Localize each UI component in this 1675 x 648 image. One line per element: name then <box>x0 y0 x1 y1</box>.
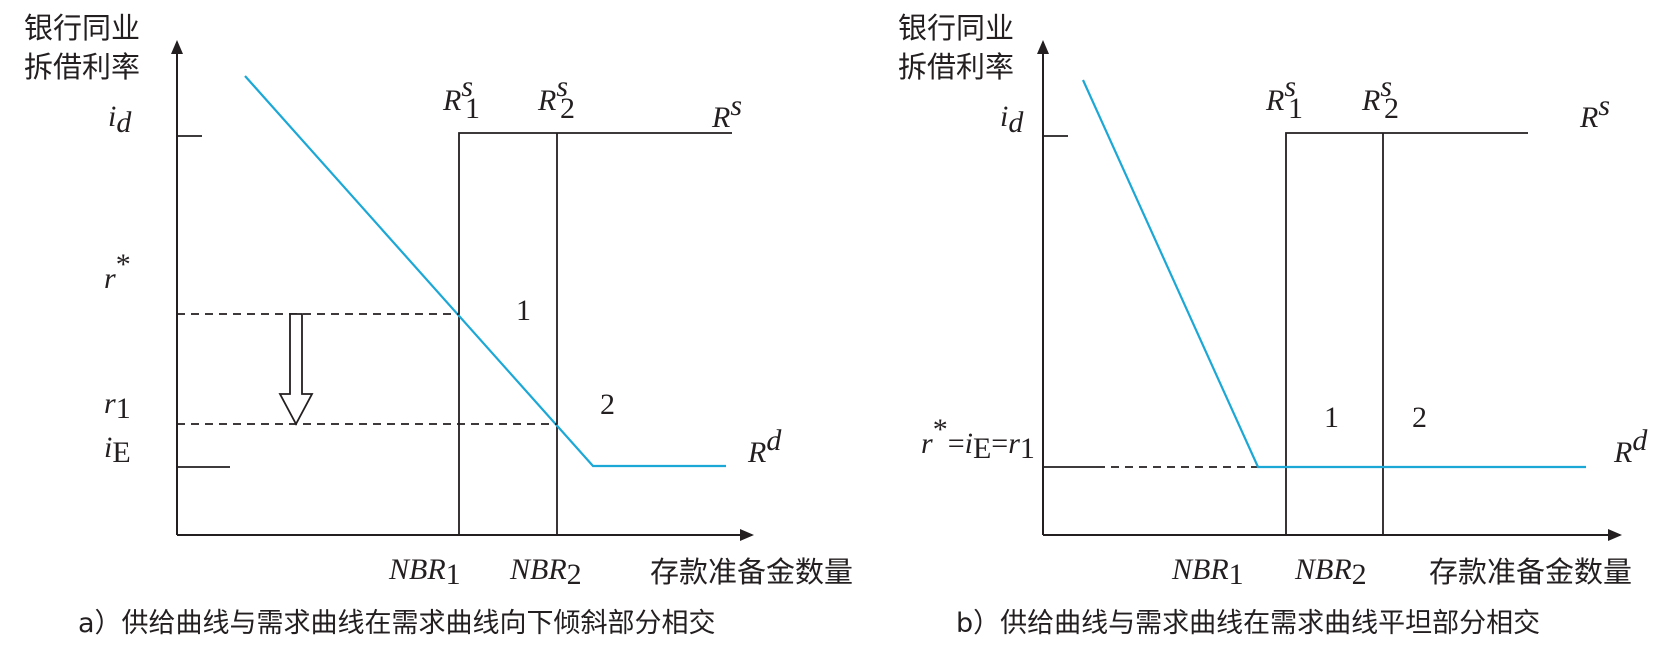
panel-a-label-Rd: Rd <box>747 424 782 469</box>
panel-b-x-axis-label: 存款准备金数量 <box>1429 555 1632 589</box>
panel-b-ytick-id: id <box>1000 100 1024 139</box>
panel-b-supply-curve-1 <box>1285 132 1528 535</box>
panel-b-y-axis-label-line1: 银行同业 <box>898 11 1014 45</box>
panel-a-ytick-iE: iE <box>104 431 131 469</box>
panel-b-xtick-NBR1: NBR1 <box>1171 553 1244 591</box>
panel-b-y-axis-label-line2: 拆借利率 <box>898 50 1014 84</box>
panel-a-y-axis-label-line1: 银行同业 <box>24 11 140 45</box>
panel-a-ytick-id: id <box>108 100 132 139</box>
panel-a-demand-curve <box>244 75 726 468</box>
panel-a-y-axis-label-line2: 拆借利率 <box>24 50 140 84</box>
panel-a-xtick-NBR1: NBR1 <box>388 553 461 591</box>
panel-a-x-axis-label: 存款准备金数量 <box>650 555 853 589</box>
panel-a-region-2: 2 <box>600 388 615 421</box>
panel-b-caption: b）供给曲线与需求曲线在需求曲线平坦部分相交 <box>956 608 1540 639</box>
panel-a-ytick-rstar: r* <box>104 248 131 295</box>
panel-a-supply-curve-1 <box>458 132 732 535</box>
panel-a-xtick-NBR2: NBR2 <box>509 553 582 591</box>
panel-b-xtick-NBR2: NBR2 <box>1294 553 1367 591</box>
panel-a-down-arrow <box>278 313 314 426</box>
panel-a-label-Rs: Rs <box>711 89 742 134</box>
panel-a-region-1: 1 <box>516 294 531 327</box>
panel-b-region-2: 2 <box>1412 401 1427 434</box>
panel-b-label-Rs: Rs <box>1579 89 1610 134</box>
panel-a-caption: a）供给曲线与需求曲线在需求曲线向下倾斜部分相交 <box>78 608 716 639</box>
panel-b-ytick-equilibrium: r*=iE=r1 <box>921 413 1035 465</box>
panel-b-demand-curve <box>1081 79 1586 469</box>
panel-a-ytick-r1: r1 <box>104 387 131 425</box>
panel-b-region-1: 1 <box>1324 401 1339 434</box>
panel-b-label-Rd: Rd <box>1613 424 1648 469</box>
